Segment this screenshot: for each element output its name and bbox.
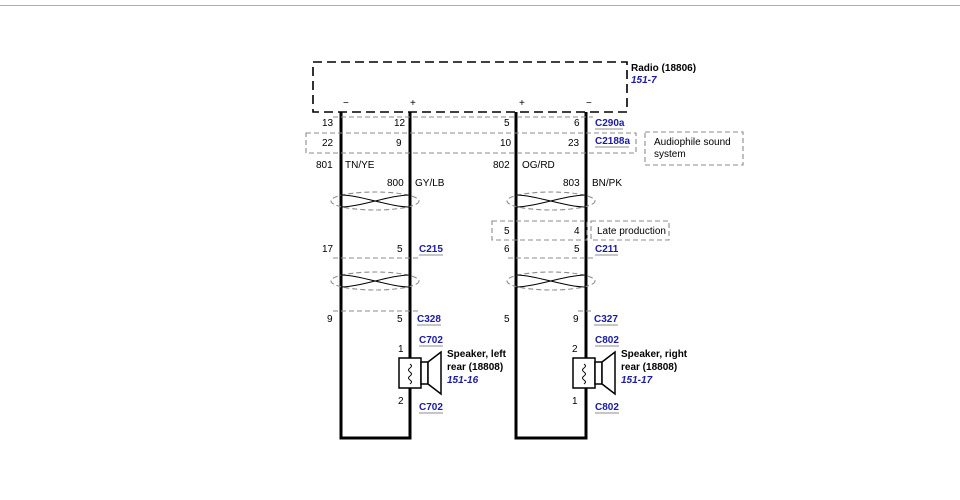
wire-801-color: TN/YE xyxy=(345,160,375,171)
wire-803-circuit: 803 xyxy=(563,178,580,189)
radio-ref-link[interactable]: 151-7 xyxy=(631,75,657,86)
speaker-left-name-line2: rear (18808) xyxy=(447,362,503,373)
c215-pin-1: 17 xyxy=(322,244,334,255)
speaker-left-conn-top-link[interactable]: C702 xyxy=(419,335,443,346)
c328-pin-2: 5 xyxy=(397,314,403,325)
late-pin-2: 4 xyxy=(574,226,580,237)
c2188a-pin-4: 23 xyxy=(568,138,580,149)
header-divider xyxy=(0,5,960,6)
c2188a-pin-2: 9 xyxy=(396,138,402,149)
c290a-link[interactable]: C290a xyxy=(595,118,625,129)
speaker-left-pin-top: 1 xyxy=(398,344,404,355)
radio-pin-sign-4: − xyxy=(586,98,592,109)
speaker-right-name-line1: Speaker, right xyxy=(621,349,688,360)
wire-801-circuit: 801 xyxy=(316,160,333,171)
late-pin-1: 5 xyxy=(504,226,510,237)
speaker-left-ref-link[interactable]: 151-16 xyxy=(447,375,479,386)
speaker-right-rear[interactable] xyxy=(572,350,616,396)
c2188a-connector-box xyxy=(305,132,637,154)
c2188a-pin-1: 22 xyxy=(322,138,334,149)
speaker-left-name-line1: Speaker, left xyxy=(447,349,507,360)
c215-pin-2: 5 xyxy=(397,244,403,255)
c211-pin-2: 5 xyxy=(574,244,580,255)
speaker-left-conn-bottom-link[interactable]: C702 xyxy=(419,402,443,413)
speaker-right-pin-top: 2 xyxy=(572,344,578,355)
c2188a-link[interactable]: C2188a xyxy=(595,136,630,147)
c2188a-pin-3: 10 xyxy=(500,138,512,149)
c327-pin-1: 5 xyxy=(504,314,510,325)
c290a-pin-1: 13 xyxy=(322,118,334,129)
radio-pin-sign-2: + xyxy=(410,98,416,109)
twisted-pair-left-upper xyxy=(330,191,420,211)
wire-802-circuit: 802 xyxy=(493,160,510,171)
speaker-right-pin-bottom: 1 xyxy=(572,396,578,407)
c211-pin-1: 6 xyxy=(504,244,510,255)
late-production-connector-box xyxy=(491,220,588,241)
c327-pin-2: 9 xyxy=(573,314,579,325)
speaker-right-conn-top-link[interactable]: C802 xyxy=(595,335,619,346)
c290a-pin-4: 6 xyxy=(574,118,580,129)
c328-link[interactable]: C328 xyxy=(417,314,441,325)
audiophile-note-box xyxy=(644,131,744,166)
late-production-note-box xyxy=(590,220,670,241)
c290a-pin-3: 5 xyxy=(504,118,510,129)
c327-link[interactable]: C327 xyxy=(594,314,618,325)
wire-802-color: OG/RD xyxy=(522,160,555,171)
speaker-left-rear[interactable] xyxy=(398,350,442,396)
speaker-right-ref-link[interactable]: 151-17 xyxy=(621,375,653,386)
c328-pin-1: 9 xyxy=(327,314,333,325)
late-production-note: Late production xyxy=(597,226,666,237)
twisted-pair-right-lower xyxy=(506,271,596,291)
wire-800-circuit: 800 xyxy=(387,178,404,189)
c215-link[interactable]: C215 xyxy=(419,244,443,255)
speaker-right-name-line2: rear (18808) xyxy=(621,362,677,373)
radio-pin-sign-3: + xyxy=(519,98,525,109)
speaker-right-conn-bottom-link[interactable]: C802 xyxy=(595,402,619,413)
radio-pin-sign-1: − xyxy=(343,98,349,109)
audiophile-note-line2: system xyxy=(654,149,686,160)
wire-800-color: GY/LB xyxy=(415,178,445,189)
speaker-left-pin-bottom: 2 xyxy=(398,396,404,407)
c211-link[interactable]: C211 xyxy=(595,244,619,255)
radio-name: Radio (18806) xyxy=(631,63,696,74)
radio-box[interactable] xyxy=(312,61,628,113)
twisted-pair-right-upper xyxy=(506,191,596,211)
wire-803-color: BN/PK xyxy=(592,178,622,189)
twisted-pair-left-lower xyxy=(330,271,420,291)
audiophile-note-line1: Audiophile sound xyxy=(654,137,731,148)
c290a-pin-2: 12 xyxy=(394,118,406,129)
